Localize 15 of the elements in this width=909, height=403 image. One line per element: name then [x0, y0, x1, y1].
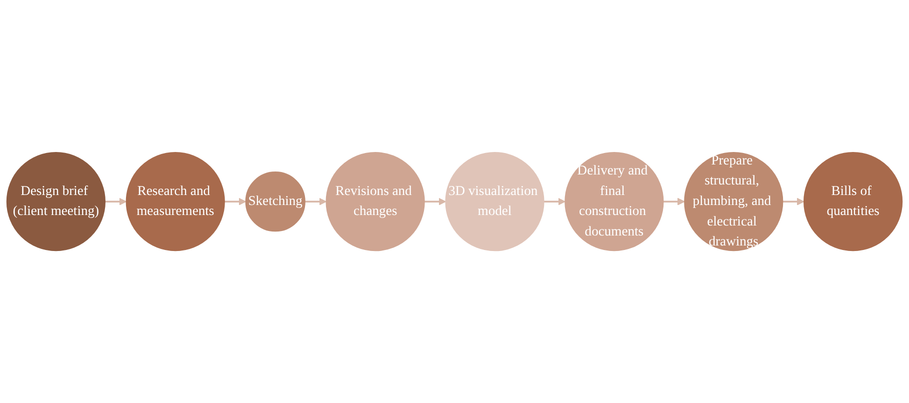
arrow — [224, 198, 246, 206]
node-circle: Delivery and final construction documents — [564, 152, 664, 252]
arrow — [782, 198, 804, 206]
arrow — [663, 198, 685, 206]
arrow — [305, 198, 326, 206]
node-circle: Revisions and changes — [326, 152, 425, 252]
node-circle: Prepare structural, plumbing, and electrical drawings — [684, 152, 784, 252]
node-circle: Bills of quantities — [804, 152, 903, 252]
arrow — [105, 198, 127, 206]
node-circle: Sketching — [245, 171, 306, 232]
arrow — [544, 198, 566, 206]
node-circle: Design brief (client meeting) — [6, 152, 106, 252]
arrow — [424, 198, 446, 206]
node-circle: Research and measurements — [126, 152, 225, 252]
node-circle: 3D visualization model — [445, 152, 544, 252]
